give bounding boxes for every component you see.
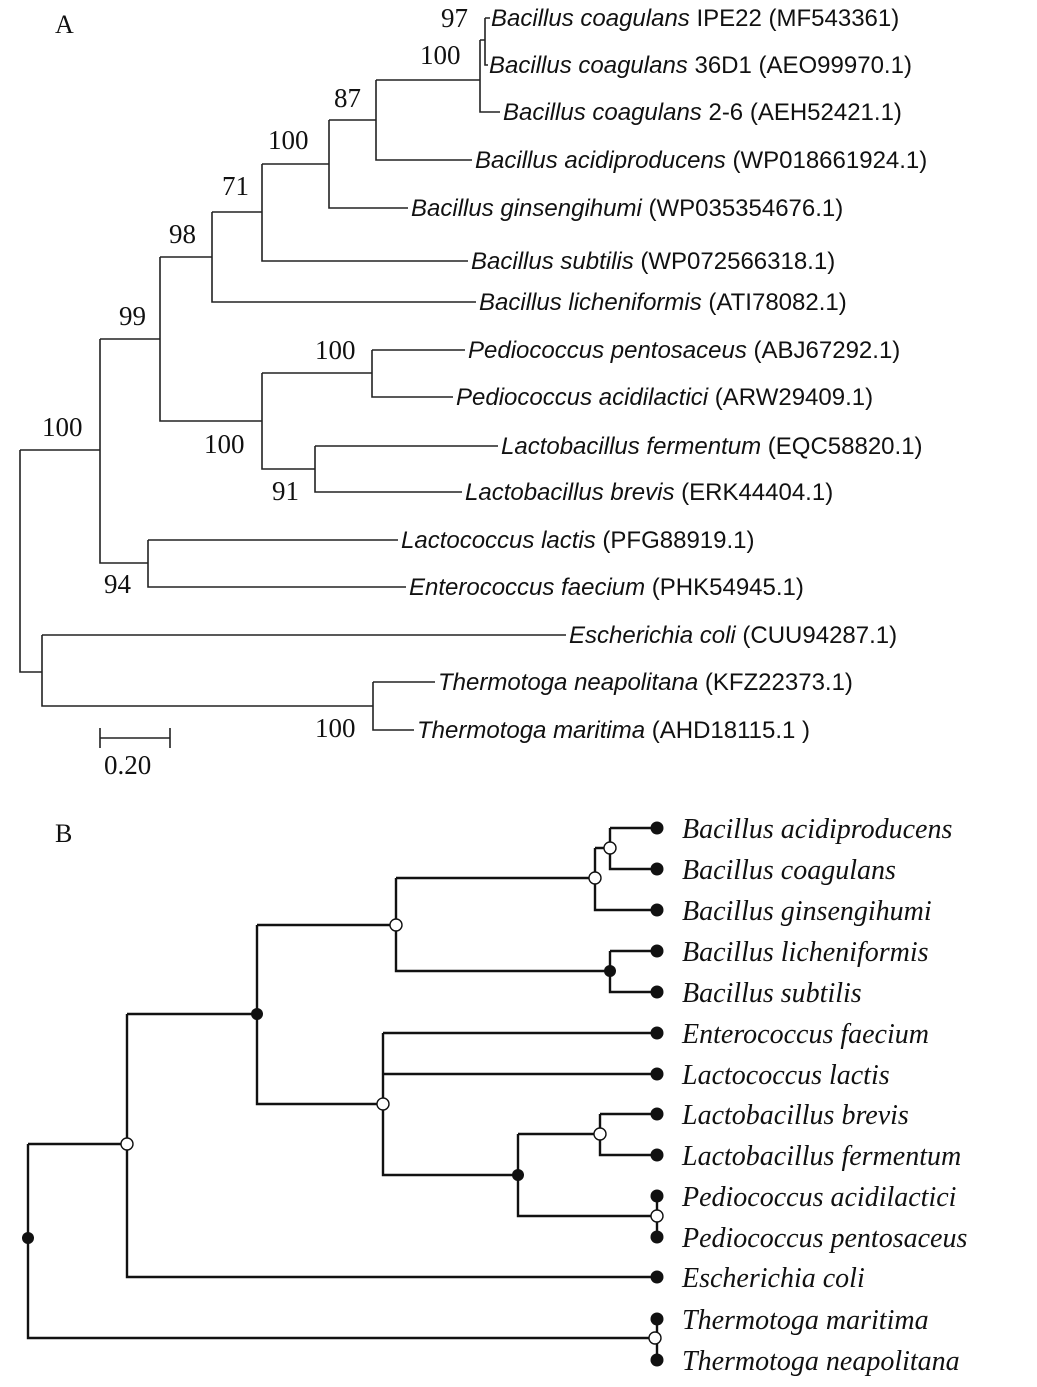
bootstrap-value: 94 — [104, 569, 132, 599]
leaf-label: Bacillus ginsengihumi (WP035354676.1) — [411, 195, 843, 222]
open-node-marker — [593, 1127, 607, 1141]
panel-a-label: A — [55, 10, 74, 39]
leaf-label: Escherichia coli — [681, 1263, 865, 1294]
leaf-label: Bacillus coagulans 2-6 (AEH52421.1) — [503, 99, 902, 126]
leaf-dots — [650, 821, 664, 1367]
bootstrap-value: 100 — [268, 125, 309, 155]
open-node-marker — [588, 871, 602, 885]
leaf-label: Bacillus acidiproducens — [682, 814, 952, 845]
open-node-marker — [650, 1209, 664, 1223]
leaf-label: Pediococcus acidilactici (ARW29409.1) — [456, 384, 873, 411]
open-node-marker — [648, 1331, 662, 1345]
scale-bar-label: 0.20 — [104, 750, 151, 780]
leaf-label: Lactobacillus brevis — [681, 1100, 909, 1131]
leaf-label: Thermotoga neapolitana (KFZ22373.1) — [438, 669, 853, 696]
bootstrap-value: 99 — [119, 301, 146, 331]
tree-a-branches — [19, 17, 566, 748]
leaf-label: Thermotoga maritima (AHD18115.1 ) — [417, 717, 810, 744]
leaf-label: Bacillus coagulans 36D1 (AEO99970.1) — [489, 52, 912, 79]
leaf-label: Bacillus coagulans — [682, 855, 896, 886]
leaf-label: Lactococcus lactis (PFG88919.1) — [401, 527, 755, 554]
bootstrap-value: 91 — [272, 476, 299, 506]
tree-a-leaf-labels: Bacillus coagulans IPE22 (MF543361) Baci… — [401, 5, 927, 744]
bootstrap-value: 87 — [334, 83, 361, 113]
leaf-label: Bacillus coagulans IPE22 (MF543361) — [491, 5, 899, 32]
leaf-label: Lactococcus lactis — [681, 1060, 890, 1091]
tree-b-nodes — [22, 821, 664, 1367]
bootstrap-value: 100 — [315, 335, 356, 365]
open-node-marker — [603, 841, 617, 855]
panel-b-label: B — [55, 819, 72, 848]
filled-node-marker — [251, 1008, 263, 1020]
open-node-marker — [389, 918, 403, 932]
leaf-label: Bacillus acidiproducens (WP018661924.1) — [475, 147, 927, 174]
leaf-label: Lactobacillus fermentum (EQC58820.1) — [501, 433, 923, 460]
tree-b-leaf-labels: Bacillus acidiproducens Bacillus coagula… — [681, 814, 967, 1377]
leaf-label: Bacillus ginsengihumi — [682, 896, 932, 927]
filled-node-marker — [604, 965, 616, 977]
open-node-marker — [120, 1137, 134, 1151]
leaf-label: Pediococcus pentosaceus (ABJ67292.1) — [468, 337, 900, 364]
bootstrap-value: 100 — [315, 713, 356, 743]
leaf-label: Pediococcus pentosaceus — [681, 1223, 967, 1254]
bootstrap-value: 100 — [42, 412, 83, 442]
leaf-label: Pediococcus acidilactici — [681, 1182, 956, 1213]
leaf-label: Thermotoga neapolitana — [682, 1346, 960, 1377]
leaf-label: Bacillus licheniformis (ATI78082.1) — [479, 289, 847, 316]
leaf-label: Bacillus licheniformis — [682, 937, 929, 968]
bootstrap-value: 71 — [222, 171, 249, 201]
leaf-label: Lactobacillus fermentum — [681, 1141, 961, 1172]
leaf-label: Lactobacillus brevis (ERK44404.1) — [465, 479, 833, 506]
leaf-label: Enterococcus faecium — [681, 1019, 929, 1050]
leaf-label: Enterococcus faecium (PHK54945.1) — [409, 574, 804, 601]
bootstrap-value: 98 — [169, 219, 196, 249]
bootstrap-value: 100 — [420, 40, 461, 70]
filled-node-marker — [22, 1232, 34, 1244]
filled-node-marker — [512, 1169, 524, 1181]
leaf-label: Bacillus subtilis — [682, 978, 862, 1009]
bootstrap-value: 100 — [204, 429, 245, 459]
bootstrap-value: 97 — [441, 3, 468, 33]
leaf-label: Thermotoga maritima — [682, 1305, 929, 1336]
tree-b-branches — [26, 826, 659, 1360]
leaf-label: Bacillus subtilis (WP072566318.1) — [471, 248, 835, 275]
open-node-marker — [376, 1097, 390, 1111]
leaf-label: Escherichia coli (CUU94287.1) — [569, 622, 897, 649]
tree-a-bootstrap-values: 97 100 87 100 71 98 99 100 100 91 100 94… — [42, 3, 468, 743]
